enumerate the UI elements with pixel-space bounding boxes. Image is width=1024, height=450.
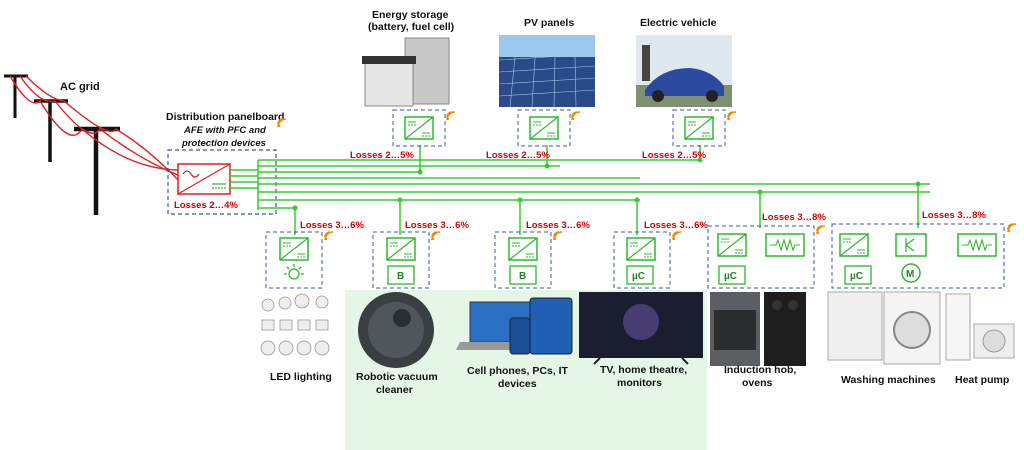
ev-converter-box xyxy=(672,109,726,147)
wifi-icon xyxy=(570,111,581,121)
bulb-icon xyxy=(284,264,304,280)
battery-block xyxy=(509,265,537,285)
robot-label-2: cleaner xyxy=(376,384,413,396)
pv-label: PV panels xyxy=(524,17,574,29)
pv-converter xyxy=(529,116,559,140)
wifi-icon xyxy=(815,225,826,235)
wifi-icon xyxy=(552,231,563,241)
led-converter xyxy=(279,237,309,261)
wifi-icon xyxy=(276,118,287,128)
microcontroller-block-label: µC xyxy=(632,271,645,282)
wifi-icon xyxy=(726,111,737,121)
pv-losses: Losses 2…5% xyxy=(486,150,550,161)
ev-label: Electric vehicle xyxy=(640,17,717,29)
tv-losses: Losses 3…6% xyxy=(644,220,708,231)
battery-block-label: B xyxy=(519,271,526,282)
pv-image xyxy=(498,35,596,108)
robot-losses: Losses 3…6% xyxy=(405,220,469,231)
storage-label-1: Energy storage xyxy=(372,9,449,21)
microcontroller-block xyxy=(718,265,746,285)
hob-label-2: ovens xyxy=(742,377,773,389)
storage-label-2: (battery, fuel cell) xyxy=(368,21,454,33)
hob-label-1: Induction hob, xyxy=(724,364,796,376)
wash-converter xyxy=(839,233,869,257)
it-label-2: devices xyxy=(498,378,537,390)
led-label: LED lighting xyxy=(270,371,332,383)
resistor-block xyxy=(765,233,805,257)
resistor-icon xyxy=(962,238,992,252)
pv-converter-box xyxy=(517,109,571,147)
resistor-block xyxy=(957,233,997,257)
robot-image xyxy=(358,292,434,368)
wash-label: Washing machines xyxy=(841,374,936,386)
it-label-1: Cell phones, PCs, IT xyxy=(467,365,569,377)
microcontroller-block-label: µC xyxy=(850,271,863,282)
afe-converter xyxy=(177,163,231,195)
motor-icon-label: M xyxy=(906,269,914,280)
tv-converter xyxy=(626,237,656,261)
led-converter-box xyxy=(265,231,323,289)
battery-block xyxy=(387,265,415,285)
wifi-icon xyxy=(671,231,682,241)
storage-converter-box xyxy=(392,109,446,147)
motor-icon: M xyxy=(901,263,921,283)
it-devices-image xyxy=(456,297,573,355)
robot-converter-box xyxy=(372,231,430,289)
panel-subtitle-2: protection devices xyxy=(181,138,266,149)
transistor-icon xyxy=(905,238,915,252)
resistor-icon xyxy=(770,238,800,252)
wifi-icon xyxy=(445,111,456,121)
panel-subtitle-1: AFE with PFC and xyxy=(183,125,266,136)
storage-converter xyxy=(404,116,434,140)
ev-converter xyxy=(684,116,714,140)
ev-image xyxy=(636,35,732,107)
wash-converter-box xyxy=(831,223,1005,289)
dc-bus xyxy=(230,145,930,235)
tv-converter-box xyxy=(613,231,671,289)
oven-image xyxy=(710,292,806,366)
hob-converter xyxy=(717,233,747,257)
afe-losses: Losses 2…4% xyxy=(174,200,238,211)
panel-dashed-box xyxy=(167,149,277,215)
robot-converter xyxy=(386,237,416,261)
tv-image xyxy=(579,292,703,365)
led-bulbs-image xyxy=(260,293,330,356)
sine-wave-icon xyxy=(182,170,200,178)
microcontroller-block xyxy=(626,265,654,285)
wifi-icon xyxy=(323,231,334,241)
wash-losses: Losses 3…8% xyxy=(922,210,986,221)
it-converter xyxy=(508,237,538,261)
tv-label-1: TV, home theatre, xyxy=(600,364,687,376)
wifi-icon xyxy=(1006,223,1017,233)
storage-losses: Losses 2…5% xyxy=(350,150,414,161)
microcontroller-block xyxy=(844,265,872,285)
led-losses: Losses 3…6% xyxy=(300,220,364,231)
hob-losses: Losses 3…8% xyxy=(762,212,826,223)
it-losses: Losses 3…6% xyxy=(526,220,590,231)
hob-converter-box xyxy=(707,225,815,289)
ac-grid-label: AC grid xyxy=(60,81,100,93)
bus-junctions xyxy=(292,157,921,211)
robot-label-1: Robotic vacuum xyxy=(356,371,438,383)
washing-machines-image xyxy=(827,291,1015,365)
grid-lines xyxy=(9,75,181,183)
wifi-icon xyxy=(430,231,441,241)
heat-pump-label: Heat pump xyxy=(955,374,1009,386)
battery-image xyxy=(362,37,450,107)
tv-label-2: monitors xyxy=(617,377,662,389)
ev-losses: Losses 2…5% xyxy=(642,150,706,161)
it-converter-box xyxy=(494,231,552,289)
battery-block-label: B xyxy=(397,271,404,282)
panel-title: Distribution panelboard xyxy=(166,111,284,123)
microcontroller-block-label: µC xyxy=(724,271,737,282)
inverter-block xyxy=(895,233,927,257)
